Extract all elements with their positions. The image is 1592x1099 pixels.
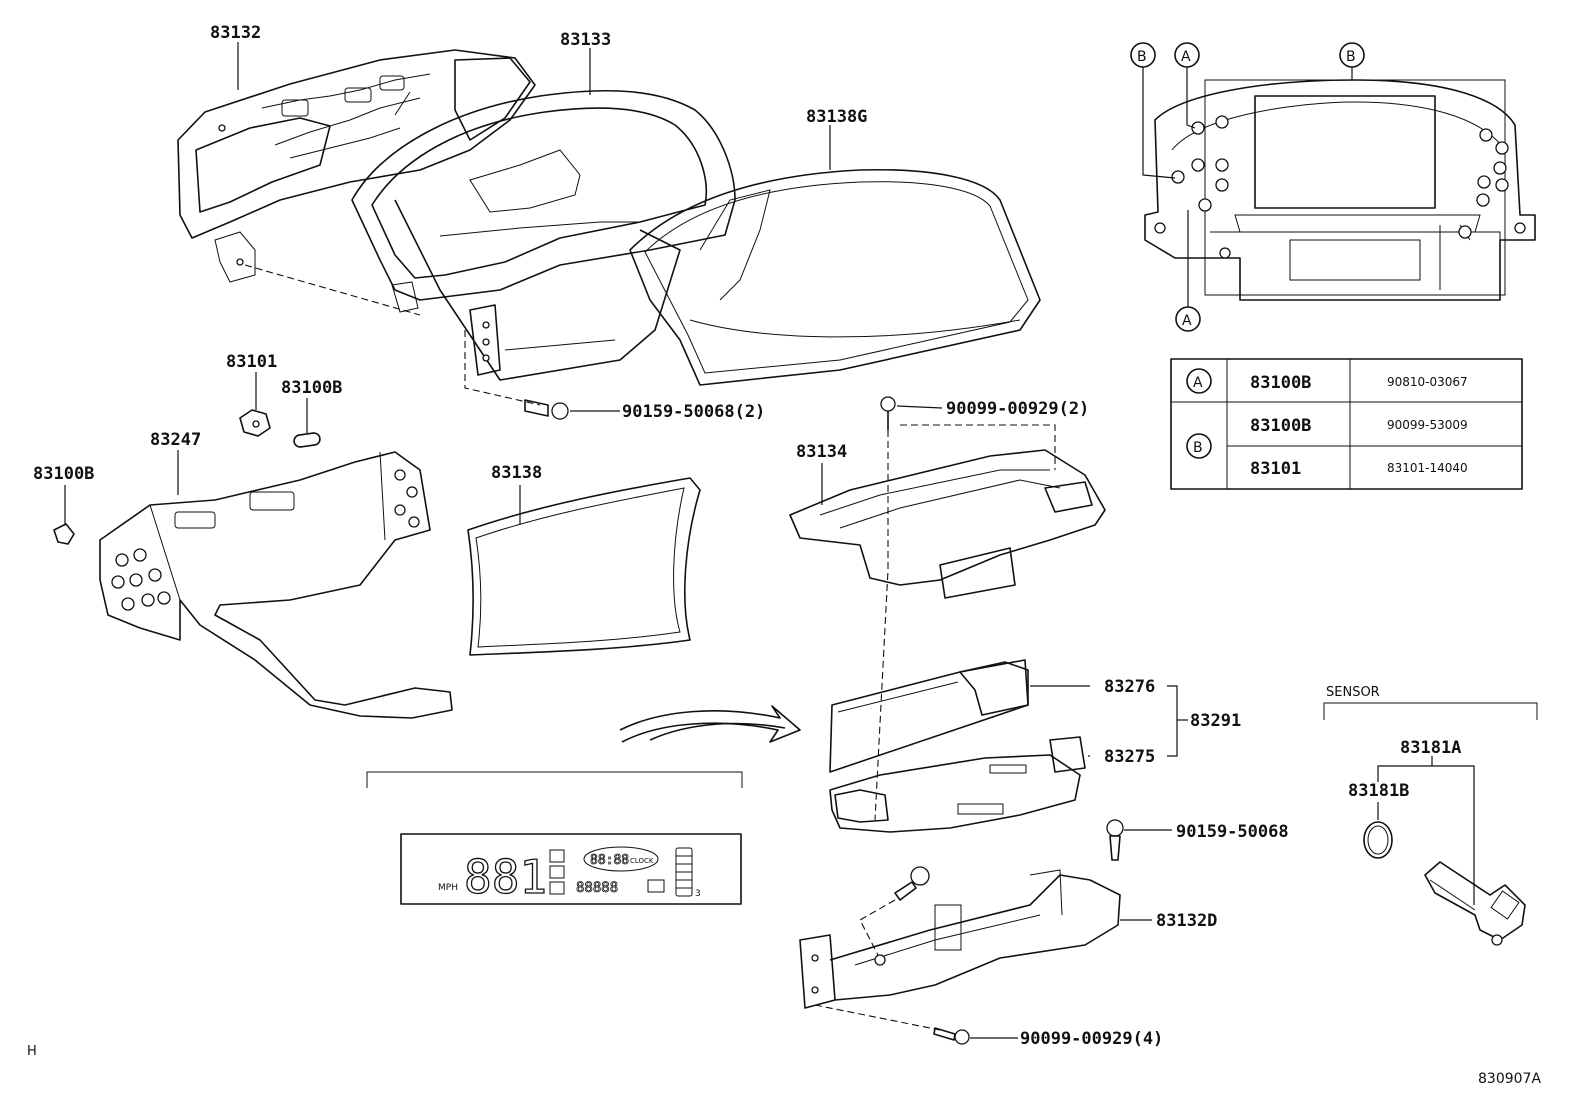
label-83247: 83247 (150, 430, 201, 450)
screw-90159-50068 (1106, 819, 1172, 861)
lcd-clock-tag: CLOCK (630, 857, 654, 865)
callout-a-bottom: A (1182, 313, 1192, 329)
table-key-a: A (1193, 375, 1203, 391)
callout-a-top: A (1181, 49, 1191, 65)
housing-83134 (789, 449, 1106, 599)
o-ring-83181B (1363, 821, 1393, 859)
guide-line (464, 330, 541, 406)
lcd-odometer: 88888 (576, 880, 618, 896)
guide-line (859, 899, 896, 956)
lcd-bar-label: 3 (695, 889, 701, 899)
label-83138G: 83138G (806, 107, 867, 127)
pin-83100B (293, 398, 321, 448)
meter-body-83132 (177, 49, 536, 283)
label-83100B-left: 83100B (33, 464, 94, 484)
parts-table: A B 83100B 90810-03067 83100B 90099-5300… (1170, 358, 1523, 490)
screw-90099-00929-2 (880, 396, 943, 430)
label-screw-90099-00929-2: 90099-00929(2) (946, 399, 1089, 419)
plate-83138 (467, 477, 701, 656)
guide-line (874, 430, 889, 821)
circuit-assy-83291 (829, 659, 1188, 833)
bracket-83247 (99, 450, 453, 719)
sensor-section: SENSOR (1323, 685, 1538, 946)
label-83101: 83101 (226, 352, 277, 372)
table-number-2: 83101-14040 (1387, 461, 1468, 475)
bezel-frame-83133 (351, 89, 736, 381)
label-83181A: 83181A (1400, 738, 1461, 758)
callout-b-top: B (1346, 49, 1356, 65)
lcd-clock: 88:88 (590, 853, 629, 868)
guide-line (900, 424, 1056, 470)
label-83133: 83133 (560, 30, 611, 50)
lcd-unit-text: MPH (438, 883, 458, 893)
screw-90099-00929-4 (933, 1027, 1018, 1045)
label-screw-90099-00929-4: 90099-00929(4) (1020, 1029, 1163, 1049)
speed-sensor-83181A (1424, 861, 1526, 946)
guide-line (244, 264, 421, 316)
label-83181B: 83181B (1348, 781, 1409, 801)
guide-line (814, 1004, 941, 1031)
label-83100B-mid: 83100B (281, 378, 342, 398)
table-part-2: 83101 (1250, 459, 1301, 479)
front-view-detail: B A B A (1130, 42, 1536, 332)
table-number-1: 90099-53009 (1387, 418, 1468, 432)
direction-arrow (619, 705, 801, 743)
label-screw-90159-50068-2: 90159-50068(2) (622, 402, 765, 422)
label-83132: 83132 (210, 23, 261, 43)
label-83134: 83134 (796, 442, 847, 462)
screw-90159-50068-2 (524, 399, 620, 420)
label-83276: 83276 (1104, 677, 1155, 697)
table-number-0: 90810-03067 (1387, 375, 1468, 389)
lcd-display: MPH 881 88:88 CLOCK 88888 3 (366, 771, 743, 905)
corner-mark: H (27, 1044, 37, 1059)
sensor-header: SENSOR (1326, 685, 1380, 700)
screw-lower (894, 866, 930, 901)
callout-b-left: B (1137, 49, 1147, 65)
label-83291: 83291 (1190, 711, 1241, 731)
lower-case-83132D (799, 869, 1152, 1009)
label-83275: 83275 (1104, 747, 1155, 767)
lcd-digits: 881 (464, 850, 547, 904)
label-83132D: 83132D (1156, 911, 1217, 931)
clip-83101 (239, 372, 271, 437)
table-part-0: 83100B (1250, 373, 1311, 393)
table-key-b: B (1193, 440, 1203, 456)
pin-83100B-left (53, 485, 75, 545)
table-part-1: 83100B (1250, 416, 1311, 436)
label-screw-90159-50068: 90159-50068 (1176, 822, 1289, 842)
glass-83138G (629, 168, 1041, 386)
diagram-code: 830907A (1478, 1071, 1541, 1087)
label-83138: 83138 (491, 463, 542, 483)
lcd-bracket-line (366, 771, 743, 788)
